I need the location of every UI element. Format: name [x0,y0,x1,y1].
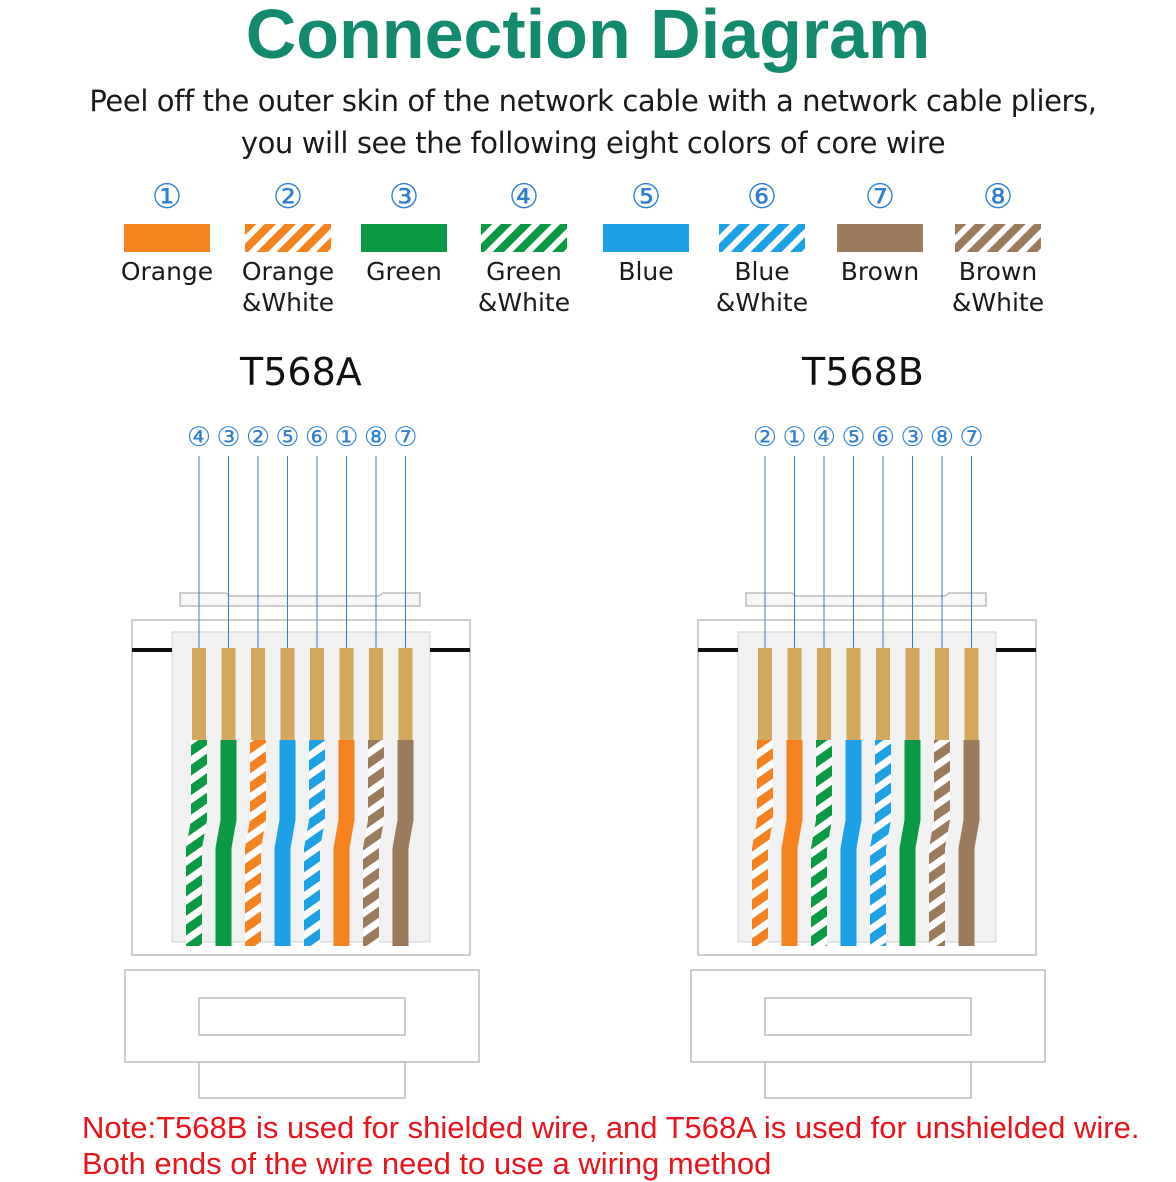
gold-contact [964,648,979,740]
color-swatch [361,224,447,252]
color-swatch [245,224,331,252]
pin-number: ⑥ [305,422,329,453]
pin-number: ⑤ [841,422,865,453]
gold-contact [787,648,802,740]
color-swatch [719,224,805,252]
wire [811,740,832,946]
subtitle: Peel off the outer skin of the network c… [89,84,1097,160]
color-swatch [837,224,923,252]
pin-number: ③ [216,422,240,453]
pin-number: ② [246,422,270,453]
gold-contact [310,648,324,740]
legend-item: ⑦ Brown [820,180,940,287]
legend-number: ③ [388,177,420,217]
wire [274,740,296,946]
wire [958,740,980,946]
pin-number: ① [334,422,358,453]
gold-contact [758,648,772,740]
pin-number: ③ [900,422,924,453]
gold-contact [369,648,383,740]
pin-number: ⑥ [871,422,895,453]
legend-item: ⑥ Blue &White [702,180,822,318]
pin-number: ② [753,422,777,453]
legend-label: Orange &White [241,257,335,317]
pin-number: ① [782,422,806,453]
note-text: Note:T568B is used for shielded wire, an… [82,1110,1140,1181]
wire [899,740,921,946]
legend-label: Blue &White [715,257,809,317]
wire [870,740,891,946]
pin-number: ④ [187,422,211,453]
pin-number: ⑦ [393,422,417,453]
legend-label: Blue [618,257,674,286]
legend-label: Green [366,257,442,286]
legend-number: ⑦ [864,177,896,217]
gold-contact [846,648,861,740]
t568b-title: T568B [802,350,924,394]
pin-number: ④ [812,422,836,453]
color-swatch [481,224,567,252]
gold-contact [280,648,295,740]
legend-item: ③ Green [344,180,464,287]
legend-number: ② [272,177,304,217]
page-title: Connection Diagram [245,0,931,73]
legend-number: ⑧ [982,177,1014,217]
wire [363,740,384,946]
gold-contact [935,648,949,740]
gold-contact [905,648,920,740]
legend-number: ① [151,177,183,217]
wire [186,740,207,946]
legend-number: ⑥ [746,177,778,217]
wire [929,740,950,946]
legend-number: ④ [508,177,540,217]
wire [781,740,803,946]
legend-label: Orange [120,257,214,286]
pin-number: ⑧ [364,422,388,453]
wire [304,740,325,946]
legend-item: ② Orange &White [228,180,348,318]
legend-item: ⑧ Brown &White [938,180,1058,318]
wire [215,740,237,946]
color-swatch [955,224,1041,252]
gold-contact [876,648,890,740]
legend-item: ① Orange [107,180,227,287]
t568a-title: T568A [240,350,362,394]
pin-number: ⑤ [275,422,299,453]
gold-contact [817,648,831,740]
gold-contact [398,648,413,740]
wire [245,740,266,946]
legend-label: Green &White [477,257,571,317]
wire [333,740,355,946]
gold-contact [192,648,206,740]
legend-label: Brown [840,257,920,286]
legend-number: ⑤ [630,177,662,217]
gold-contact [251,648,265,740]
legend-label: Brown &White [951,257,1045,317]
gold-contact [339,648,354,740]
legend-item: ④ Green &White [464,180,584,318]
legend-item: ⑤ Blue [586,180,706,287]
pin-number: ⑦ [959,422,983,453]
wire [752,740,773,946]
color-swatch [603,224,689,252]
color-swatch [124,224,210,252]
wire [840,740,862,946]
pin-number: ⑧ [930,422,954,453]
wire [392,740,414,946]
gold-contact [221,648,236,740]
